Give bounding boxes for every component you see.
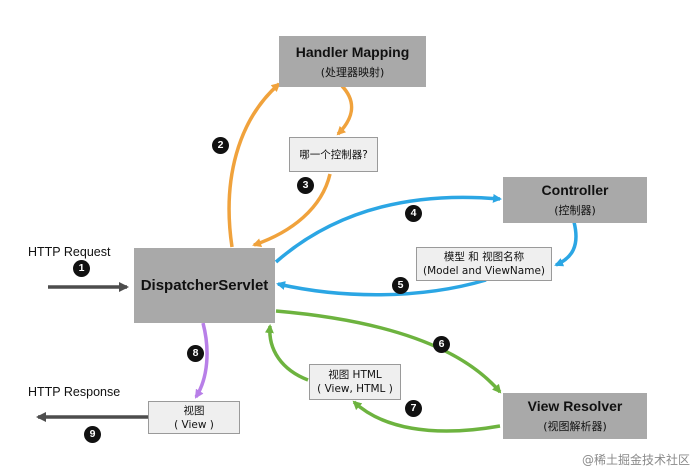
arrow-step-8 xyxy=(194,322,209,399)
arrow-step-7 xyxy=(352,400,501,433)
model-viewname-line2: (Model and ViewName) xyxy=(422,265,546,277)
step-3-marker: 3 xyxy=(297,177,314,194)
view-line2: ( View ) xyxy=(174,418,214,431)
controller-box: Controller (控制器) xyxy=(503,177,647,223)
step-6-marker: 6 xyxy=(433,336,450,353)
arrow-step-6 xyxy=(275,309,502,394)
arrow-handler-to-note xyxy=(336,84,354,136)
step-1-marker: 1 xyxy=(73,260,90,277)
arrow-step-4 xyxy=(274,193,502,264)
step-5-marker: 5 xyxy=(392,277,409,294)
step-8-marker: 8 xyxy=(187,345,204,362)
step-9-marker: 9 xyxy=(84,426,101,443)
view-html-line1: 视图 HTML xyxy=(328,369,382,381)
step-4-marker: 4 xyxy=(405,205,422,222)
arrow-step-5 xyxy=(276,278,487,297)
arrow-step-3 xyxy=(252,173,332,247)
arrow-step-2 xyxy=(227,82,281,248)
arrow-note-to-dispatcher xyxy=(264,324,309,382)
view-resolver-box: View Resolver (视图解析器) xyxy=(503,393,647,439)
handler-mapping-title: Handler Mapping xyxy=(295,43,410,60)
controller-subtitle: (控制器) xyxy=(554,204,596,217)
view-line1: 视图 xyxy=(183,404,205,417)
which-controller-note: 哪一个控制器? xyxy=(289,137,378,172)
view-resolver-title: View Resolver xyxy=(527,398,623,414)
handler-mapping-subtitle: (处理器映射) xyxy=(320,65,385,79)
handler-mapping-box: Handler Mapping (处理器映射) xyxy=(279,36,426,87)
step-7-marker: 7 xyxy=(405,400,422,417)
controller-title: Controller xyxy=(541,182,609,198)
model-viewname-note: 模型 和 视图名称 (Model and ViewName) xyxy=(416,247,552,281)
http-response-label: HTTP Response xyxy=(28,385,121,399)
step-2-marker: 2 xyxy=(212,137,229,154)
view-resolver-subtitle: (视图解析器) xyxy=(543,420,607,433)
which-controller-text: 哪一个控制器? xyxy=(299,148,368,161)
dispatcher-servlet-title: DispatcherServlet xyxy=(140,277,269,294)
view-html-line2: ( View, HTML ) xyxy=(317,383,393,395)
http-request-label: HTTP Request xyxy=(28,245,111,259)
watermark: @稀土掘金技术社区 xyxy=(581,453,690,467)
view-note: 视图 ( View ) xyxy=(148,401,240,434)
dispatcher-servlet-box: DispatcherServlet xyxy=(134,248,275,323)
view-html-note: 视图 HTML ( View, HTML ) xyxy=(309,364,401,400)
arrow-controller-to-note xyxy=(554,221,578,267)
model-viewname-line1: 模型 和 视图名称 xyxy=(443,251,525,263)
